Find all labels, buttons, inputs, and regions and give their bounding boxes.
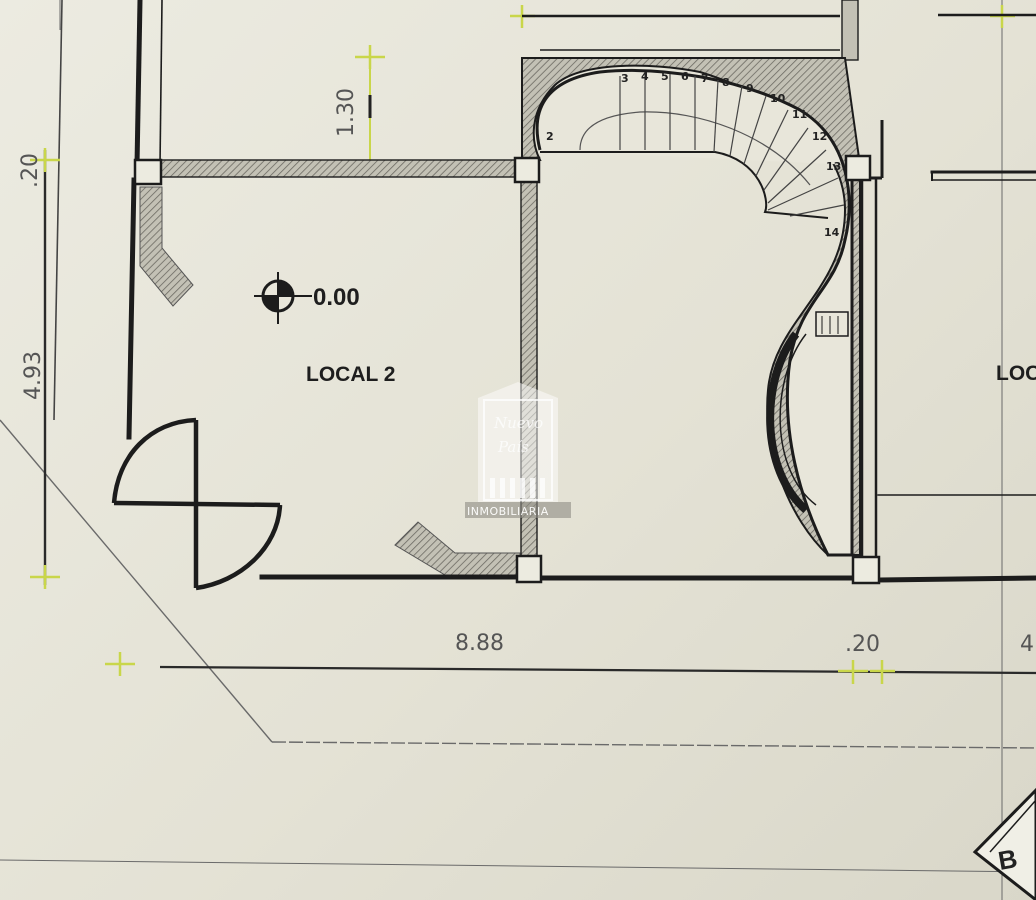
diagonal-line <box>0 419 273 743</box>
level-marker-symbol <box>254 272 312 324</box>
stair-treads <box>619 74 845 217</box>
door-swing-arc <box>195 504 283 591</box>
stair-step-number: 2 <box>546 130 554 143</box>
door-swing-arc <box>111 417 197 504</box>
width-dimension-label: 8.88 <box>455 631 504 656</box>
section-mark: B <box>972 787 1036 900</box>
section-mark-label: B <box>996 843 1020 876</box>
column <box>133 158 163 186</box>
columns <box>133 154 881 585</box>
room-label: LOCAL 2 <box>306 363 395 386</box>
column <box>844 154 872 182</box>
entrance-door <box>111 417 283 591</box>
watermark-logo: Nuevo País INMOBILIARIA <box>465 382 571 518</box>
stair-step-number: 14 <box>824 226 840 239</box>
stair-step-number: 10 <box>770 92 786 105</box>
watermark-script-line1: Nuevo <box>493 414 543 432</box>
wall-dimension-label-right: .20 <box>845 632 880 657</box>
top-dimension-label: 1.30 <box>334 88 359 137</box>
main-walls <box>126 170 1036 583</box>
left-wall <box>126 177 137 440</box>
lot-boundary-line <box>271 741 1036 749</box>
neighbor-room-label: LOC <box>996 362 1036 385</box>
stair-step-number: 4 <box>641 70 649 83</box>
column <box>513 156 541 184</box>
width-dimension-line <box>159 665 1036 675</box>
right-edge-dimension-label: 4 <box>1020 632 1034 657</box>
left-wall-wing <box>139 186 194 307</box>
stair-step-number: 12 <box>812 130 827 143</box>
level-mark-label: 0.00 <box>313 284 360 311</box>
wall-dimension-label-left: .20 <box>18 153 43 188</box>
stair-step-number: 8 <box>722 76 730 89</box>
stair-step-number: 11 <box>792 108 807 121</box>
stair-step-number: 5 <box>661 70 669 83</box>
hatched-walls <box>139 0 859 576</box>
lower-boundary-line <box>0 859 1036 873</box>
spiral-staircase <box>521 57 884 557</box>
stair-step-number: 9 <box>746 82 754 95</box>
upper-walls <box>134 0 1036 166</box>
stair-step-number: 7 <box>701 72 709 85</box>
column <box>515 554 543 584</box>
top-wall <box>159 159 523 178</box>
bottom-wall-wing <box>394 521 521 576</box>
column <box>851 555 881 585</box>
stair-step-number: 13 <box>826 160 841 173</box>
height-dimension-label: 4.93 <box>21 351 46 400</box>
stair-step-number: 6 <box>681 70 689 83</box>
watermark-brand: INMOBILIARIA <box>467 505 549 518</box>
stair-step-number: 3 <box>621 72 629 85</box>
watermark-script-line2: País <box>497 438 529 456</box>
bottom-wall-neighbor <box>877 575 1036 583</box>
